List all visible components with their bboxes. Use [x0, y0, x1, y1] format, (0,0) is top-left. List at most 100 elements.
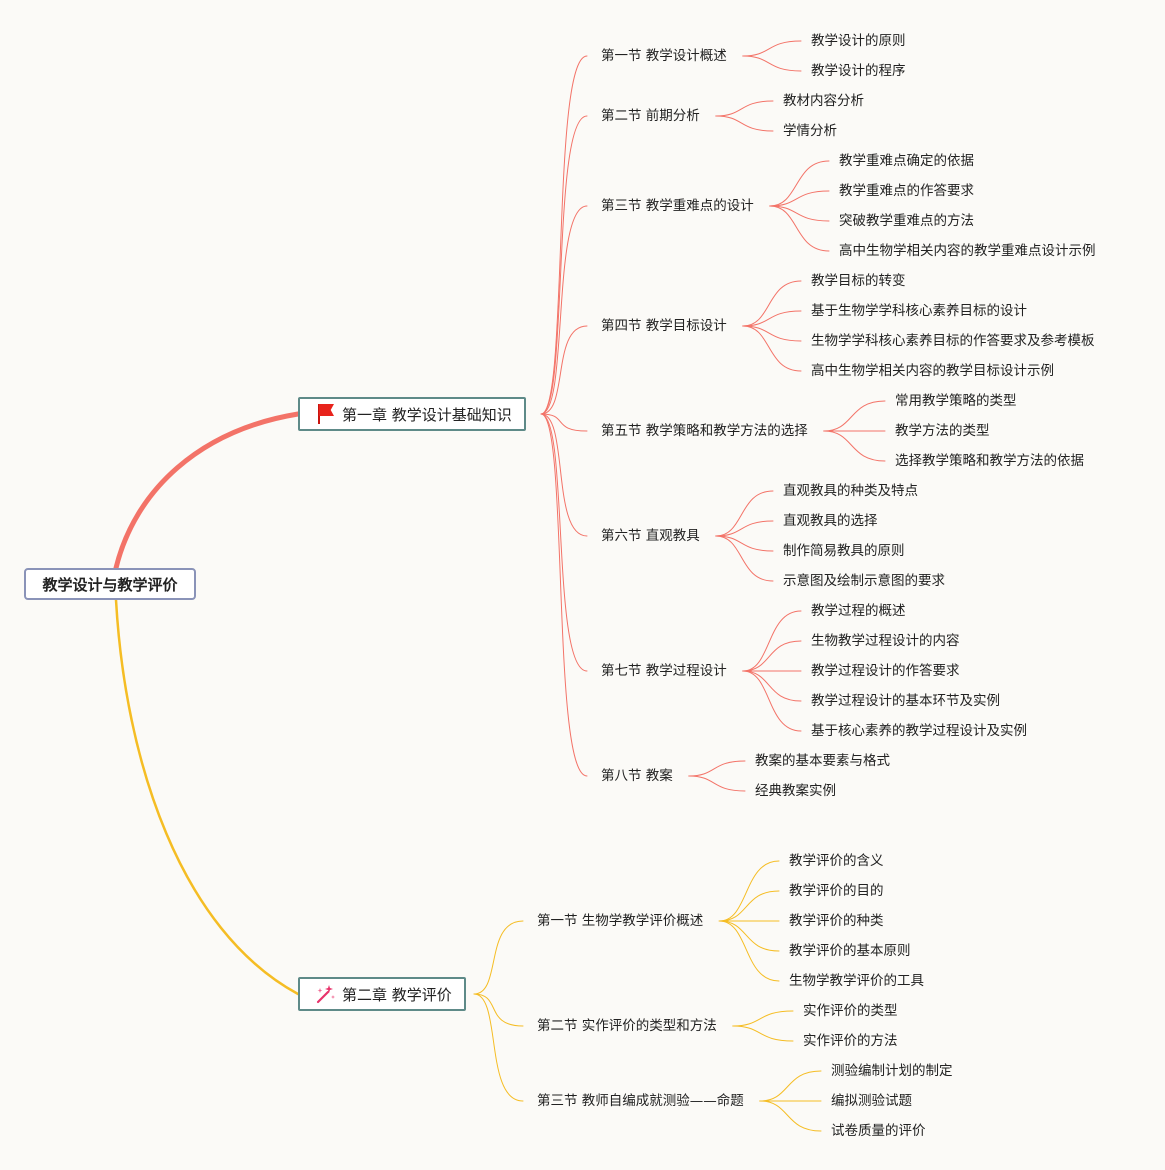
section-item-link — [718, 890, 780, 922]
subtopic-node[interactable]: 经典教案实例 — [755, 783, 836, 799]
subtopic-node[interactable]: 教学评价的目的 — [789, 883, 884, 899]
section-item-link — [742, 325, 802, 342]
subtopic-node[interactable]: 测验编制计划的制定 — [831, 1063, 953, 1079]
subtopic-node[interactable]: 制作简易教具的原则 — [783, 543, 905, 559]
section-node[interactable]: 第一节 生物学教学评价概述 — [537, 913, 704, 929]
subtopic-node[interactable]: 教学过程设计的作答要求 — [811, 663, 960, 679]
section-item-link — [742, 280, 802, 327]
chapter-section-link — [473, 993, 524, 1102]
chapter-section-link — [473, 993, 524, 1027]
root-to-chapter-2-link — [114, 598, 300, 996]
section-node[interactable]: 第三节 教师自编成就测验——命题 — [537, 1093, 744, 1109]
subtopic-node[interactable]: 基于生物学学科核心素养目标的设计 — [811, 303, 1027, 319]
subtopic-node[interactable]: 直观教具的种类及特点 — [783, 483, 918, 499]
chapter-1-label: 第一章 教学设计基础知识 — [342, 405, 512, 424]
chapter-section-link — [540, 115, 588, 415]
subtopic-node[interactable]: 教案的基本要素与格式 — [755, 753, 890, 769]
section-item-link — [715, 535, 774, 552]
subtopic-node[interactable]: 教学评价的基本原则 — [789, 943, 911, 959]
section-item-link — [759, 1100, 822, 1132]
subtopic-node[interactable]: 教材内容分析 — [783, 93, 864, 109]
subtopic-node[interactable]: 教学目标的转变 — [811, 273, 906, 289]
chapter-1-node[interactable]: 第一章 教学设计基础知识 — [298, 397, 526, 431]
section-node[interactable]: 第七节 教学过程设计 — [601, 663, 727, 679]
section-item-link — [742, 40, 802, 57]
section-item-link — [769, 205, 830, 222]
subtopic-node[interactable]: 教学设计的原则 — [811, 33, 906, 49]
subtopic-node[interactable]: 基于核心素养的教学过程设计及实例 — [811, 723, 1027, 739]
subtopic-node[interactable]: 生物教学过程设计的内容 — [811, 633, 960, 649]
section-item-link — [688, 760, 746, 777]
chapter-2-label: 第二章 教学评价 — [342, 985, 452, 1004]
section-item-link — [718, 920, 780, 982]
section-item-link — [742, 670, 802, 702]
subtopic-node[interactable]: 试卷质量的评价 — [831, 1123, 926, 1139]
section-item-link — [732, 1025, 794, 1042]
flag-icon — [314, 403, 336, 425]
subtopic-node[interactable]: 生物学学科核心素养目标的作答要求及参考模板 — [811, 333, 1095, 349]
chapter-section-link — [473, 920, 524, 995]
subtopic-node[interactable]: 常用教学策略的类型 — [895, 393, 1017, 409]
chapter-section-link — [540, 413, 588, 777]
subtopic-node[interactable]: 生物学教学评价的工具 — [789, 973, 924, 989]
section-item-link — [742, 640, 802, 672]
subtopic-node[interactable]: 选择教学策略和教学方法的依据 — [895, 453, 1084, 469]
section-item-link — [742, 325, 802, 372]
section-item-link — [732, 1010, 794, 1027]
section-item-link — [769, 205, 830, 252]
section-item-link — [742, 610, 802, 672]
root-to-chapter-1-link — [113, 411, 301, 571]
section-node[interactable]: 第四节 教学目标设计 — [601, 318, 727, 334]
section-node[interactable]: 第三节 教学重难点的设计 — [601, 198, 754, 214]
subtopic-node[interactable]: 教学方法的类型 — [895, 423, 990, 439]
section-node[interactable]: 第二节 前期分析 — [601, 108, 700, 124]
section-node[interactable]: 第一节 教学设计概述 — [601, 48, 727, 64]
subtopic-node[interactable]: 教学过程设计的基本环节及实例 — [811, 693, 1000, 709]
chapter-2-node[interactable]: 第二章 教学评价 — [298, 977, 466, 1011]
root-topic[interactable]: 教学设计与教学评价 — [24, 568, 196, 600]
section-item-link — [769, 190, 830, 207]
section-item-link — [823, 430, 886, 462]
subtopic-node[interactable]: 教学过程的概述 — [811, 603, 906, 619]
section-node[interactable]: 第六节 直观教具 — [601, 528, 700, 544]
magic-wand-icon — [314, 983, 336, 1005]
subtopic-node[interactable]: 教学评价的含义 — [789, 853, 884, 869]
subtopic-node[interactable]: 教学重难点确定的依据 — [839, 153, 974, 169]
section-item-link — [715, 520, 774, 537]
subtopic-node[interactable]: 学情分析 — [783, 123, 837, 139]
subtopic-node[interactable]: 编拟测验试题 — [831, 1093, 912, 1109]
section-item-link — [759, 1070, 822, 1102]
chapter-section-link — [540, 413, 588, 672]
section-item-link — [742, 310, 802, 327]
subtopic-node[interactable]: 实作评价的方法 — [803, 1033, 898, 1049]
chapter-section-link — [540, 413, 588, 432]
subtopic-node[interactable]: 高中生物学相关内容的教学重难点设计示例 — [839, 243, 1096, 259]
section-item-link — [688, 775, 746, 792]
section-item-link — [715, 535, 774, 582]
subtopic-node[interactable]: 教学设计的程序 — [811, 63, 906, 79]
section-item-link — [823, 400, 886, 432]
section-item-link — [715, 100, 774, 117]
section-item-link — [769, 160, 830, 207]
subtopic-node[interactable]: 教学重难点的作答要求 — [839, 183, 974, 199]
section-node[interactable]: 第八节 教案 — [601, 768, 673, 784]
section-item-link — [715, 115, 774, 132]
subtopic-node[interactable]: 教学评价的种类 — [789, 913, 884, 929]
chapter-section-link — [540, 413, 588, 537]
section-node[interactable]: 第二节 实作评价的类型和方法 — [537, 1018, 717, 1034]
chapter-section-link — [540, 55, 588, 415]
subtopic-node[interactable]: 示意图及绘制示意图的要求 — [783, 573, 945, 589]
chapter-section-link — [540, 325, 588, 415]
subtopic-node[interactable]: 突破教学重难点的方法 — [839, 213, 974, 229]
subtopic-node[interactable]: 实作评价的类型 — [803, 1003, 898, 1019]
subtopic-node[interactable]: 高中生物学相关内容的教学目标设计示例 — [811, 363, 1054, 379]
section-item-link — [742, 55, 802, 72]
section-item-link — [718, 860, 780, 922]
section-item-link — [715, 490, 774, 537]
subtopic-node[interactable]: 直观教具的选择 — [783, 513, 878, 529]
chapter-section-link — [540, 205, 588, 415]
section-item-link — [718, 920, 780, 952]
section-node[interactable]: 第五节 教学策略和教学方法的选择 — [601, 423, 808, 439]
section-item-link — [742, 670, 802, 732]
